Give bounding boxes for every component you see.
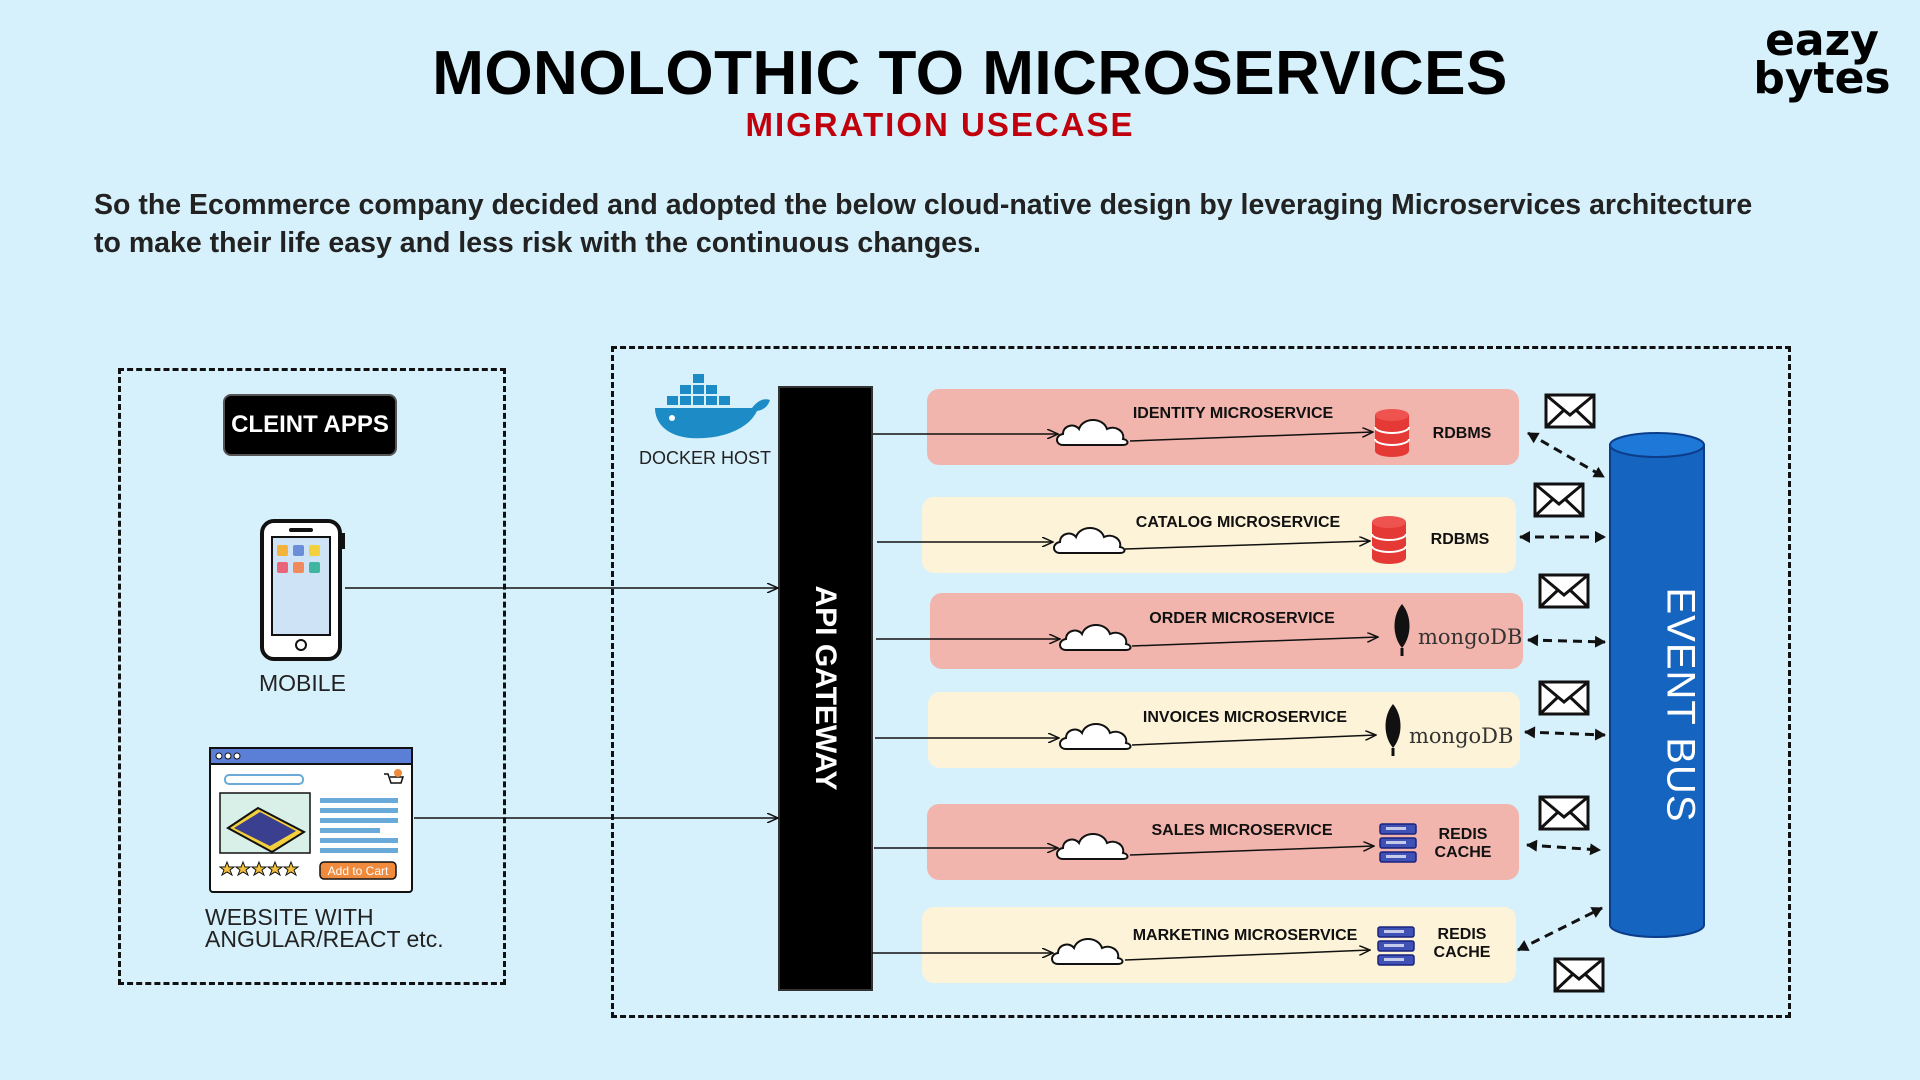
identity-microservice-box <box>927 389 1519 465</box>
sales-db-label: REDIS CACHE <box>1434 826 1492 861</box>
catalog-microservice-label: CATALOG MICROSERVICE <box>1135 514 1341 531</box>
identity-db-label: RDBMS <box>1432 425 1492 442</box>
invoices-db-label: mongoDB <box>1409 724 1514 748</box>
docker-host-container <box>611 346 1791 1018</box>
eazybytes-logo: eazy bytes <box>1753 15 1891 104</box>
order-db-label: mongoDB <box>1418 625 1523 649</box>
client-apps-container <box>118 368 506 985</box>
client-apps-badge: CLEINT APPS <box>223 394 397 456</box>
catalog-db-label: RDBMS <box>1430 531 1490 548</box>
catalog-microservice-box <box>922 497 1516 573</box>
order-microservice-box <box>930 593 1523 669</box>
api-gateway-label: API GATEWAY <box>809 585 842 791</box>
intro-text: So the Ecommerce company decided and ado… <box>94 189 1753 259</box>
invoices-microservice-label: INVOICES MICROSERVICE <box>1142 709 1348 726</box>
event-bus-label: EVENT BUS <box>1658 587 1703 823</box>
marketing-microservice-box <box>922 907 1516 983</box>
sales-microservice-label: SALES MICROSERVICE <box>1151 822 1333 839</box>
marketing-db-label: REDIS CACHE <box>1433 926 1491 961</box>
page-title: MONOLOTHIC TO MICROSERVICES <box>432 39 1508 108</box>
marketing-microservice-label: MARKETING MICROSERVICE <box>1132 927 1358 944</box>
page-subtitle: MIGRATION USECASE <box>745 106 1135 143</box>
website-label: WEBSITE WITH ANGULAR/REACT etc. <box>205 904 444 952</box>
docker-host-label: DOCKER HOST <box>639 448 772 468</box>
sales-microservice-box <box>927 804 1519 880</box>
identity-microservice-label: IDENTITY MICROSERVICE <box>1132 405 1334 422</box>
api-gateway <box>778 386 873 991</box>
mobile-label: MOBILE <box>259 670 346 696</box>
order-microservice-label: ORDER MICROSERVICE <box>1149 610 1335 627</box>
invoices-microservice-box <box>928 692 1520 768</box>
